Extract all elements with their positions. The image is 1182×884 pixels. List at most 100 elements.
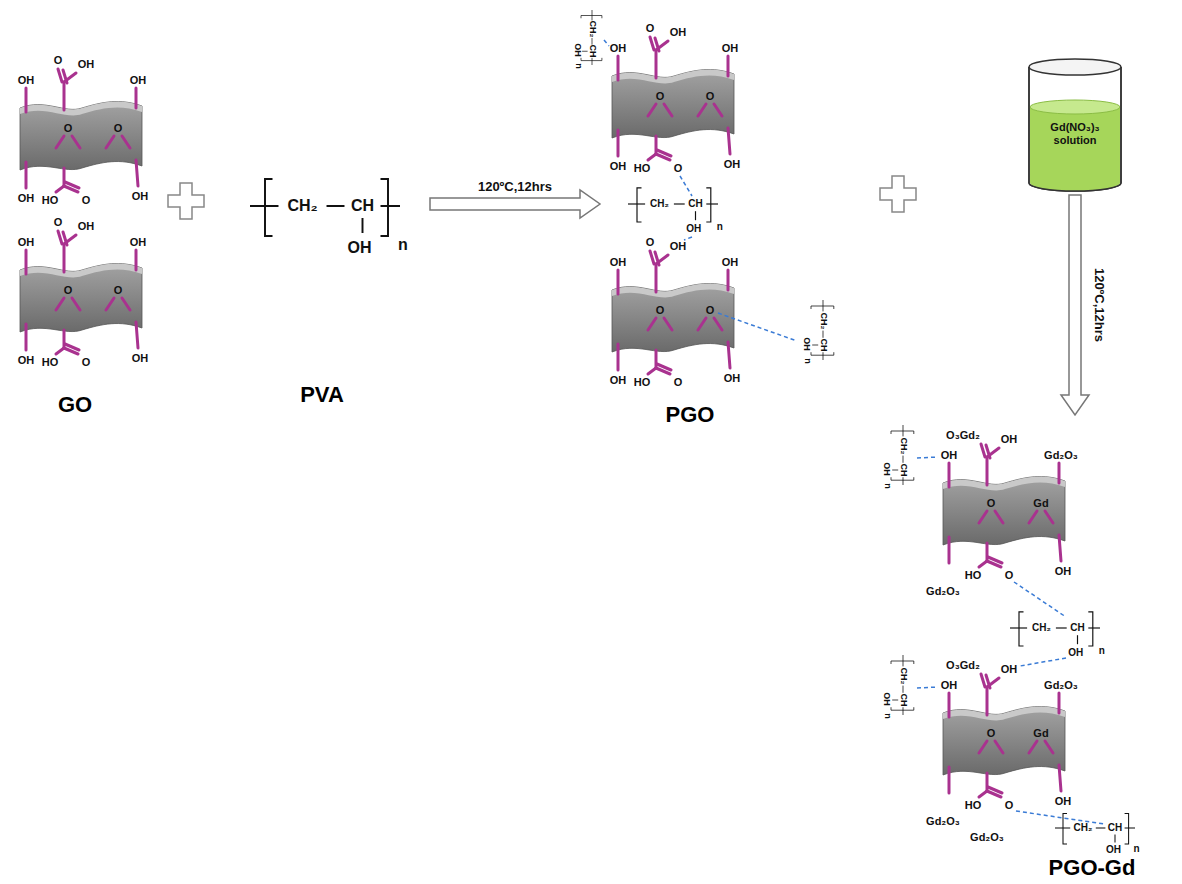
compound-name: PGO-Gd — [1049, 855, 1136, 881]
chem-label: n — [398, 237, 408, 253]
chem-label: O — [1005, 570, 1014, 581]
condition-label: 120ºC,12hrs — [1092, 266, 1107, 344]
chem-label: O — [674, 377, 683, 388]
chem-label: Gd₂O₃ — [1044, 680, 1078, 691]
chem-label: CH — [351, 198, 374, 214]
chem-label: Gd₂O₃ — [1044, 450, 1078, 461]
chem-label: O — [64, 285, 73, 296]
chem-label: Gd — [1033, 728, 1048, 739]
chem-label: OH — [1001, 434, 1018, 445]
chem-label: OH — [722, 257, 739, 268]
chem-label: OH — [610, 375, 627, 386]
compound-group: PGO — [600, 0, 840, 428]
chem-label: OH — [724, 159, 741, 170]
chem-label: O — [114, 285, 123, 296]
chem-label: OH — [18, 237, 35, 248]
chem-label: OH — [78, 59, 95, 70]
chem-label: O — [656, 305, 665, 316]
compound-group: GO — [5, 40, 155, 430]
solution-beaker: Gd(NO₃)₃ solution — [1025, 55, 1125, 195]
chem-label: HO — [965, 570, 982, 581]
chem-label: HO — [42, 195, 59, 206]
chem-label: Gd₂O₃ — [926, 586, 960, 597]
chem-label: n — [883, 483, 892, 489]
solution-label: Gd(NO₃)₃ solution — [1033, 121, 1117, 147]
reaction-arrow — [430, 190, 600, 218]
chem-label: n — [717, 222, 723, 232]
chem-label: n — [1099, 646, 1105, 656]
chem-label: O — [706, 91, 715, 102]
compound-group: PVA — [240, 170, 430, 420]
chem-label: OH — [941, 680, 958, 691]
chem-label: CH₂ — [899, 438, 908, 455]
chem-label: OH — [18, 75, 35, 86]
chem-label: O — [64, 123, 73, 134]
chem-label: CH₂ — [650, 199, 669, 209]
compound-name: PVA — [300, 382, 344, 408]
compound-name: GO — [58, 392, 92, 418]
chem-label: Gd₂O₃ — [926, 816, 960, 827]
chem-label: CH — [1070, 623, 1084, 633]
chem-label: n — [803, 358, 812, 364]
chem-label: OH — [610, 161, 627, 172]
chem-label: OH — [1055, 566, 1072, 577]
chem-label: OH — [572, 43, 581, 57]
chem-label: Gd — [1033, 498, 1048, 509]
chem-label: OH — [882, 462, 891, 476]
chem-label: O — [674, 163, 683, 174]
chem-label: n — [573, 63, 582, 69]
chem-label: HO — [634, 377, 651, 388]
chem-label: OH — [722, 43, 739, 54]
chem-label: OH — [670, 27, 687, 38]
chem-label: OH — [132, 353, 149, 364]
chem-label: OH — [130, 75, 147, 86]
chem-label: O — [82, 195, 91, 206]
chem-label: OH — [348, 240, 372, 256]
chem-label: OH — [610, 43, 627, 54]
compound-name: PGO — [666, 402, 715, 428]
chem-label: OH — [686, 224, 701, 234]
chem-label: OH — [132, 191, 149, 202]
chem-label: O — [114, 123, 123, 134]
chem-label: O₃Gd₂ — [946, 430, 980, 441]
chem-label: O — [987, 728, 996, 739]
condition-label: 120ºC,12hrs — [476, 179, 554, 194]
chem-label: CH₂ — [819, 313, 828, 330]
chem-label: OH — [1106, 845, 1121, 855]
chem-label: OH — [941, 450, 958, 461]
chem-label: O — [54, 55, 63, 66]
chem-label: CH — [1108, 823, 1122, 833]
chem-label: CH — [899, 694, 908, 707]
chem-label: OH — [1068, 648, 1083, 658]
chem-label: O — [706, 305, 715, 316]
chem-label: OH — [670, 241, 687, 252]
chem-label: OH — [18, 355, 35, 366]
chem-label: OH — [78, 221, 95, 232]
chem-label: CH — [688, 199, 702, 209]
chem-label: O — [987, 498, 996, 509]
chem-label: CH₂ — [899, 668, 908, 685]
compound-group: PGO-Gd — [870, 415, 1180, 884]
chem-label: O₃Gd₂ — [946, 660, 980, 671]
chem-label: CH₂ — [1074, 823, 1093, 833]
chem-label: O — [656, 91, 665, 102]
chem-label: CH — [588, 45, 597, 58]
chem-label: HO — [42, 357, 59, 368]
chem-label: CH₂ — [588, 21, 597, 38]
chem-label: OH — [882, 692, 891, 706]
chem-label: CH₂ — [1032, 623, 1051, 633]
chem-label: Gd₂O₃ — [970, 832, 1004, 843]
chem-label: OH — [1001, 664, 1018, 675]
chem-label: HO — [965, 800, 982, 811]
chem-label: CH₂ — [287, 198, 317, 214]
chem-label: OH — [130, 237, 147, 248]
chem-label: O — [82, 357, 91, 368]
chem-label: CH — [899, 464, 908, 477]
chem-label: OH — [724, 373, 741, 384]
reaction-arrow — [1061, 195, 1089, 415]
chem-label: OH — [1055, 796, 1072, 807]
chem-label: OH — [18, 193, 35, 204]
chem-label: HO — [634, 163, 651, 174]
chem-label: OH — [802, 337, 811, 351]
chem-label: O — [646, 237, 655, 248]
